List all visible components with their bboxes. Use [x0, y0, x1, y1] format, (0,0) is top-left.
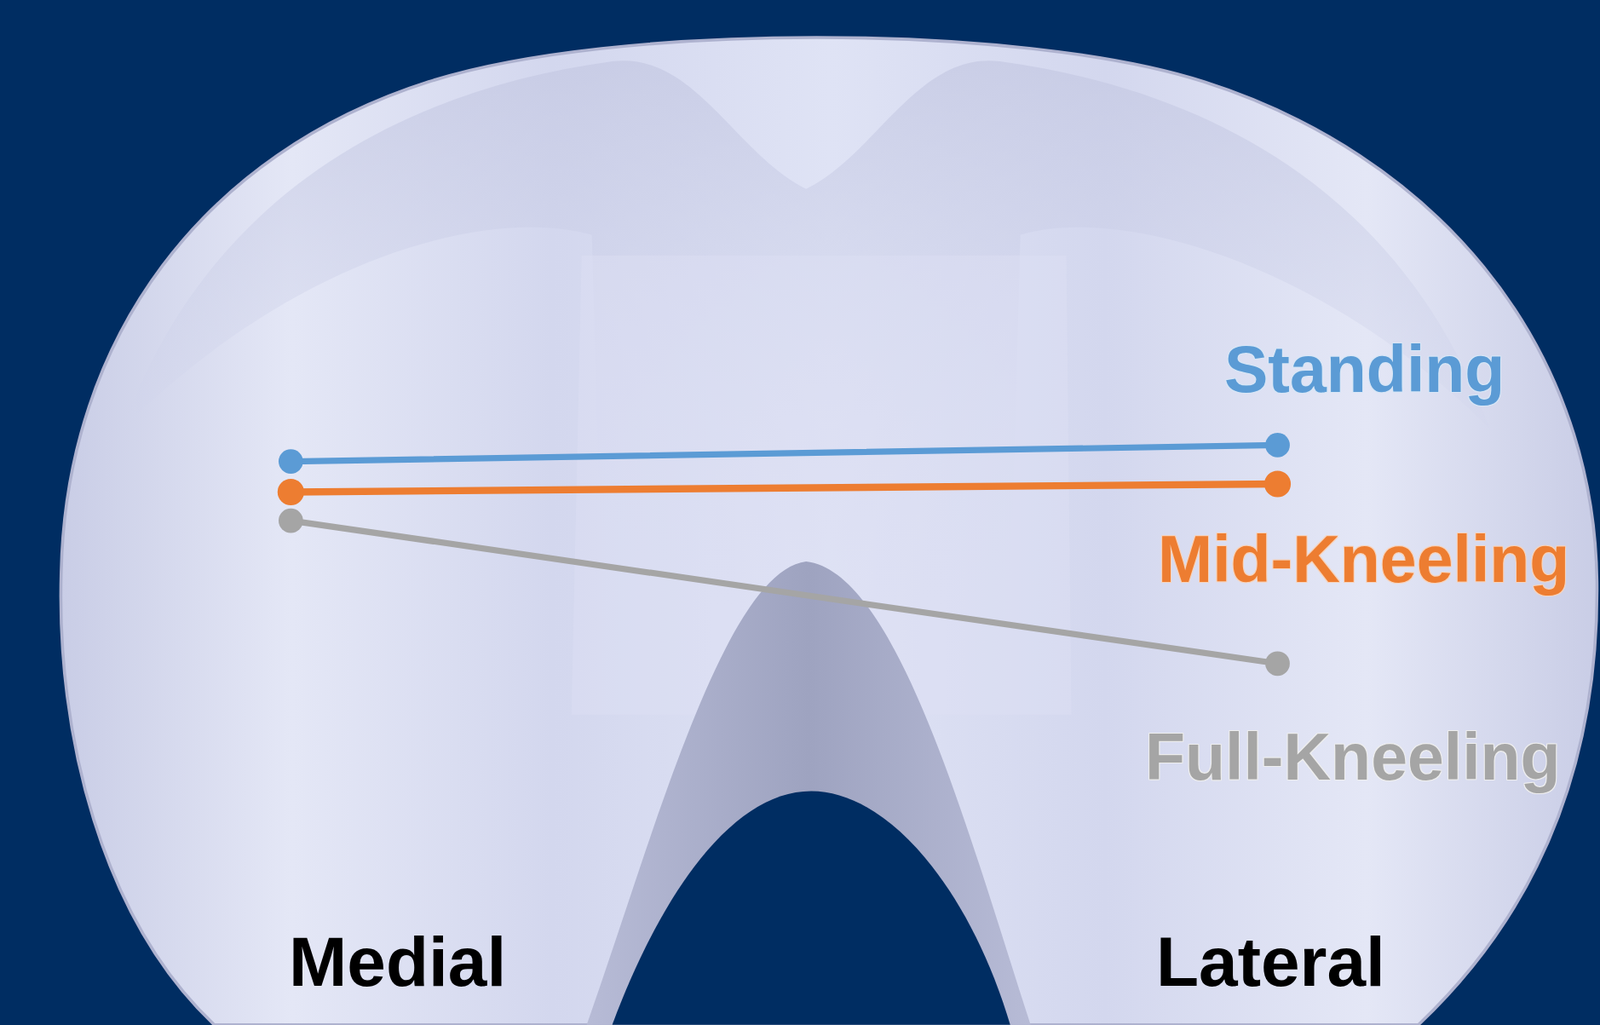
standing-dot — [278, 448, 304, 474]
side-label: Lateral — [1156, 926, 1386, 997]
standing-line — [290, 444, 1278, 461]
mid-kneeling-dot — [277, 478, 305, 506]
state-label: Standing — [1224, 336, 1505, 403]
side-label: Medial — [288, 926, 507, 997]
full-kneeling-line — [290, 520, 1278, 664]
full-kneeling-dot — [278, 508, 304, 534]
insert-outline — [60, 37, 1597, 1025]
state-label: Mid-Kneeling — [1157, 526, 1570, 593]
mid-kneeling-dot — [1264, 470, 1291, 497]
standing-dot — [1265, 432, 1290, 458]
state-label: Full-Kneeling — [1145, 724, 1561, 790]
posterior-notch-rim — [587, 561, 1031, 1025]
mid-kneeling-line — [290, 483, 1278, 493]
contact-lines — [277, 432, 1291, 676]
posterior-notch — [612, 790, 1011, 1025]
full-kneeling-dot — [1265, 650, 1290, 676]
